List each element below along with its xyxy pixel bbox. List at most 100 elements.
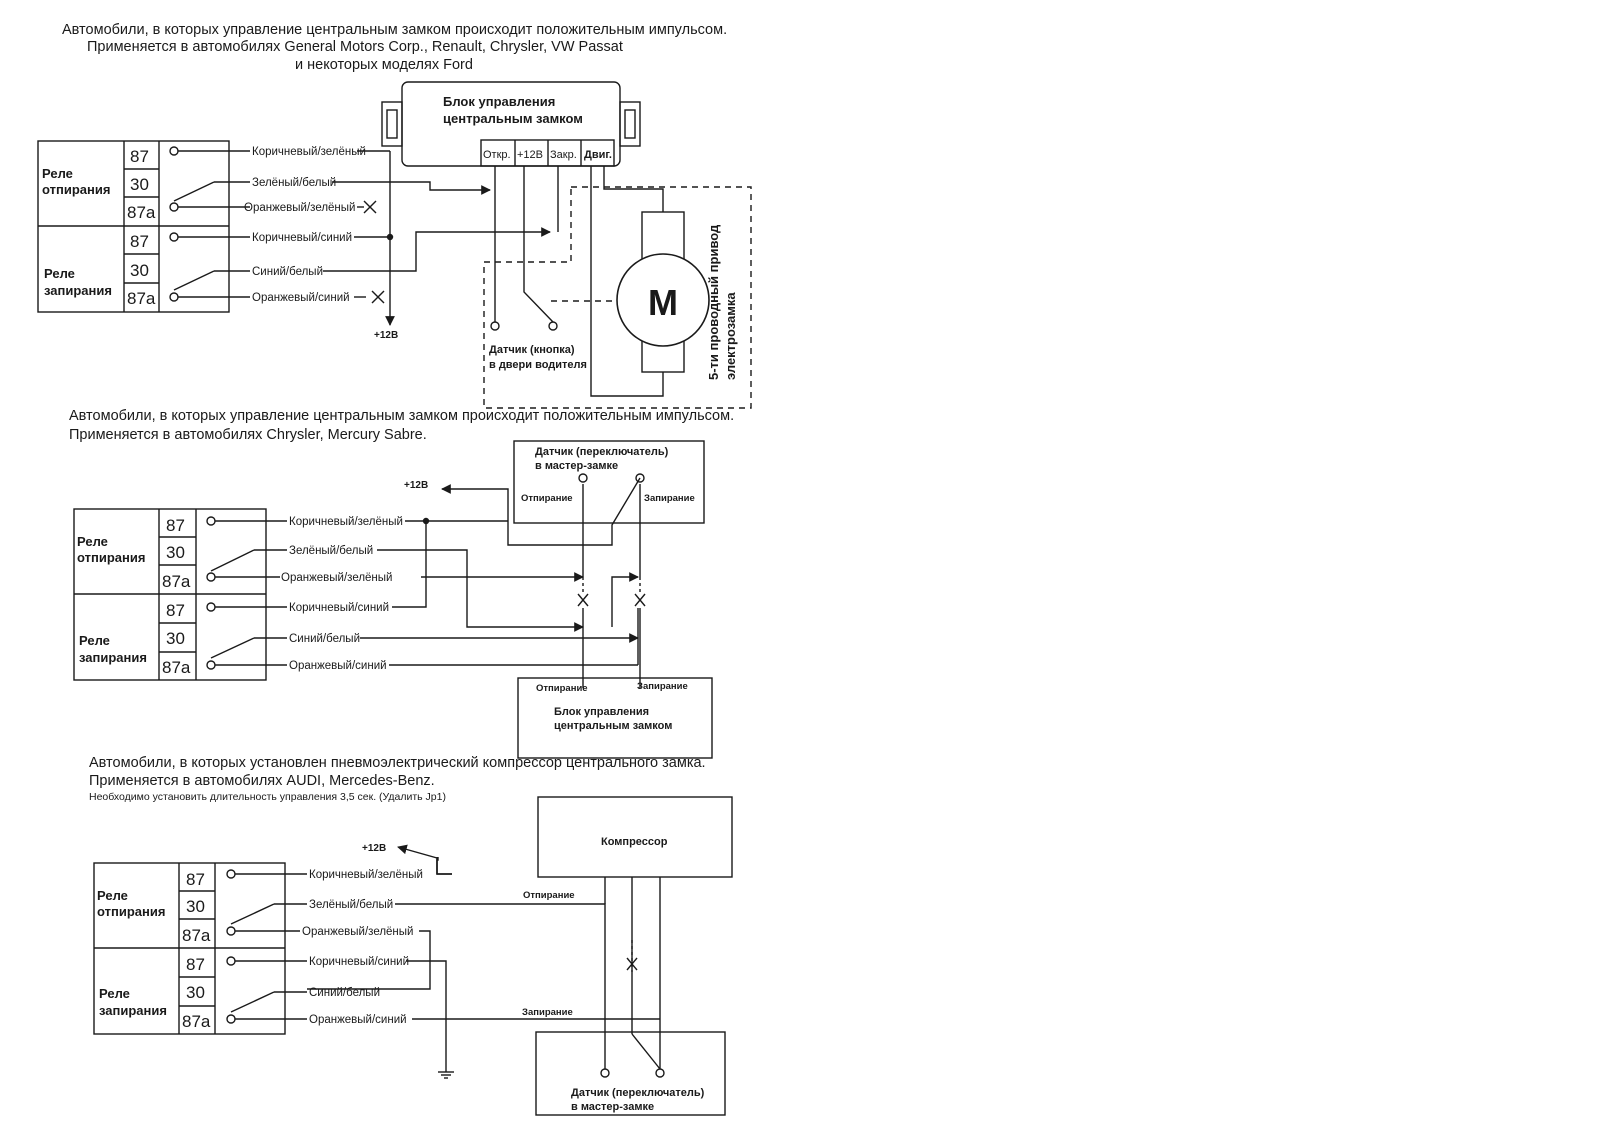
relay-3-unlock-label-line-1: Реле: [97, 888, 128, 903]
section-1-wires: [178, 150, 551, 326]
wire-1-blue-white: Синий/белый: [252, 266, 323, 278]
motor-symbol: M: [648, 282, 678, 323]
relay-2-lock-label-line-1: Реле: [79, 633, 110, 648]
wire-3-brown-green: Коричневый/зелёный: [309, 869, 423, 881]
section-1-caption-line-1: Автомобили, в которых управление централ…: [62, 22, 728, 38]
relay-1-lock-label-line-2: запирания: [44, 283, 112, 298]
relay-1-pin-87: 87: [130, 147, 149, 166]
actuator-label-line-1: 5-ти проводный привод: [706, 224, 721, 380]
section-2-caption-line-2: Применяется в автомобилях Chrysler, Merc…: [69, 427, 427, 443]
wire-1-orange-green: Оранжевый/зелёный: [244, 202, 355, 214]
wire-3-blue-white: Синий/белый: [309, 987, 380, 999]
relay-3-pin-87a: 87a: [182, 926, 211, 945]
master-lock-switch-2: [513, 440, 705, 524]
relay-1-pin-30: 30: [130, 175, 149, 194]
supply-3-12v: +12В: [362, 843, 386, 854]
relay-block-3: [93, 862, 286, 1035]
relay-3-pin-87: 87: [186, 870, 205, 889]
relay-2-pin-30: 30: [166, 543, 185, 562]
door-sensor-label-line-1: Датчик (кнопка): [489, 344, 575, 356]
supply-1-12v: +12В: [374, 330, 398, 341]
section-3-diagram: [93, 796, 733, 1116]
section-3-caption-line-2: Применяется в автомобилях AUDI, Mercedes…: [89, 773, 435, 789]
relay-2-pin-87: 87: [166, 516, 185, 535]
relay-3-pin-87-b: 87: [186, 955, 205, 974]
wire-3-orange-blue: Оранжевый/синий: [309, 1014, 407, 1026]
switch-2-label-line-1: Датчик (переключатель): [535, 446, 669, 458]
terminal-open: Откр.: [483, 149, 511, 161]
section-3-note: Необходимо установить длительность управ…: [89, 791, 446, 803]
section-1-diagram: [37, 81, 752, 409]
relay-1-unlock-label-line-2: отпирания: [42, 182, 110, 197]
section-3-caption-line-1: Автомобили, в которых установлен пневмоэ…: [89, 755, 706, 771]
wire-1-brown-blue: Коричневый/синий: [252, 232, 352, 244]
actuator-label-line-2: электрозамка: [723, 292, 738, 380]
wire-1-brown-green: Коричневый/зелёный: [252, 146, 366, 158]
control-unit-2-unlock: Отпирание: [536, 683, 588, 694]
terminal-motor: Двиг.: [584, 149, 612, 161]
door-sensor-label-line-2: в двери водителя: [489, 359, 587, 371]
switch-2-label-line-2: в мастер-замке: [535, 460, 618, 472]
relay-3-lock-label-line-2: запирания: [99, 1003, 167, 1018]
section-1-internal-wires: [490, 166, 710, 397]
switch-3-label-line-1: Датчик (переключатель): [571, 1087, 705, 1099]
compressor-label: Компрессор: [601, 836, 668, 848]
relay-3-pin-87a-b: 87a: [182, 1012, 211, 1031]
section-2-wires: [215, 477, 646, 688]
control-unit-1-label-line-1: Блок управления: [443, 94, 555, 109]
control-unit-2-label-line-1: Блок управления: [554, 706, 649, 718]
relay-2-pin-87a-b: 87a: [162, 658, 191, 677]
terminal-12v: +12В: [517, 149, 543, 161]
relay-1-unlock-label-line-1: Реле: [42, 166, 73, 181]
section-1-caption-line-3: и некоторых моделях Ford: [295, 57, 473, 73]
wire-2-blue-white: Синий/белый: [289, 633, 360, 645]
section-2-caption-line-1: Автомобили, в которых управление централ…: [69, 408, 735, 424]
compressor-unlock: Отпирание: [523, 890, 575, 901]
relay-3-unlock-label-line-2: отпирания: [97, 904, 165, 919]
section-2-diagram: [73, 440, 713, 759]
compressor-box: [537, 796, 733, 878]
relay-2-pin-30-b: 30: [166, 629, 185, 648]
relay-2-unlock-label-line-1: Реле: [77, 534, 108, 549]
actuator-housing: [483, 186, 752, 409]
section-3-wires: [235, 844, 665, 1079]
wire-2-orange-blue: Оранжевый/синий: [289, 660, 387, 672]
wire-3-green-white: Зелёный/белый: [309, 899, 393, 911]
relay-3-lock-label-line-1: Реле: [99, 986, 130, 1001]
switch-2-lock: Запирание: [644, 493, 695, 504]
relay-1-lock-label-line-1: Реле: [44, 266, 75, 281]
wire-1-orange-blue: Оранжевый/синий: [252, 292, 350, 304]
control-unit-1: [381, 81, 641, 167]
master-lock-switch-3: [535, 1031, 726, 1116]
relay-1-pin-87a-b: 87a: [127, 289, 156, 308]
wire-1-green-white: Зелёный/белый: [252, 177, 336, 189]
control-unit-1-label-line-2: центральным замком: [443, 111, 583, 126]
relay-block-1: [37, 140, 230, 313]
relay-2-pin-87a: 87a: [162, 572, 191, 591]
relay-2-lock-label-line-2: запирания: [79, 650, 147, 665]
wire-2-brown-green: Коричневый/зелёный: [289, 516, 403, 528]
control-unit-2-lock: Запирание: [637, 681, 688, 692]
wire-2-brown-blue: Коричневый/синий: [289, 602, 389, 614]
relay-3-pin-30-b: 30: [186, 983, 205, 1002]
wire-3-brown-blue: Коричневый/синий: [309, 956, 409, 968]
wire-2-green-white: Зелёный/белый: [289, 545, 373, 557]
wire-3-orange-green: Оранжевый/зелёный: [302, 926, 413, 938]
relay-2-unlock-label-line-2: отпирания: [77, 550, 145, 565]
relay-3-pin-30: 30: [186, 897, 205, 916]
switch-3-label-line-2: в мастер-замке: [571, 1101, 654, 1113]
wire-2-orange-green: Оранжевый/зелёный: [281, 572, 392, 584]
compressor-lock: Запирание: [522, 1007, 573, 1018]
relay-1-pin-87-b: 87: [130, 232, 149, 251]
relay-1-pin-87a: 87a: [127, 203, 156, 222]
control-unit-2: [517, 677, 713, 759]
relay-1-pin-30-b: 30: [130, 261, 149, 280]
section-1-caption-line-2: Применяется в автомобилях General Motors…: [87, 39, 623, 55]
control-unit-2-label-line-2: центральным замком: [554, 720, 672, 732]
supply-2-12v: +12В: [404, 480, 428, 491]
relay-2-pin-87-b: 87: [166, 601, 185, 620]
switch-2-unlock: Отпирание: [521, 493, 573, 504]
terminal-close: Закр.: [550, 149, 577, 161]
